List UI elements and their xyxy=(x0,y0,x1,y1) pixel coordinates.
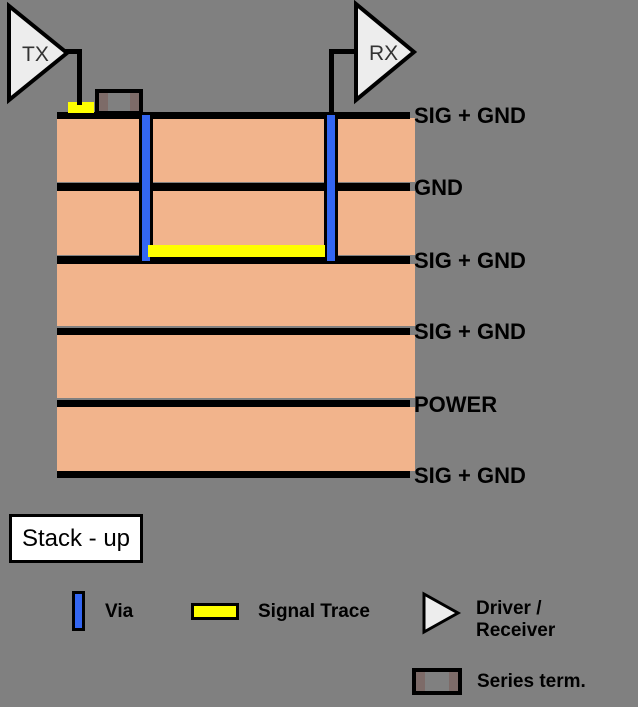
legend-series-term-label: Series term. xyxy=(477,671,586,692)
legend-series-term-swatch xyxy=(412,668,462,695)
tx-triangle-shape xyxy=(7,1,71,105)
legend-via-label: Via xyxy=(105,601,134,622)
legend-driver-line1: Driver / xyxy=(476,598,542,619)
legend-driver-line2: Receiver xyxy=(476,619,556,641)
tx-driver[interactable]: TX xyxy=(3,1,73,105)
via-rx xyxy=(324,112,338,264)
rx-wire-horizontal xyxy=(329,49,357,54)
legend-resistor-body xyxy=(425,672,449,691)
dielectric-layer-3 xyxy=(57,264,415,326)
series-termination-resistor xyxy=(95,89,143,115)
tx-surface-pad xyxy=(68,102,94,113)
copper-line-5 xyxy=(57,400,410,407)
layer-label-1: SIG + GND xyxy=(414,103,526,128)
legend-driver-receiver-label: Driver / Receiver xyxy=(476,598,555,642)
rx-label: RX xyxy=(369,42,398,65)
legend-triangle-shape xyxy=(422,591,462,635)
legend-via-swatch xyxy=(72,591,85,631)
legend-resistor-cap-right xyxy=(448,672,458,691)
copper-line-2 xyxy=(57,183,410,191)
layer-label-2: GND xyxy=(414,175,463,200)
layer-label-6: SIG + GND xyxy=(414,463,526,488)
legend-resistor-cap-left xyxy=(416,672,426,691)
rx-wire-vertical xyxy=(329,49,334,115)
legend-signal-trace-swatch xyxy=(191,603,239,620)
dielectric-layer-1 xyxy=(57,118,415,182)
via-tx xyxy=(139,112,153,264)
copper-line-3 xyxy=(57,256,410,264)
copper-line-6 xyxy=(57,471,410,478)
stackup-title-box: Stack - up xyxy=(9,514,143,563)
tx-label: TX xyxy=(22,43,49,66)
legend-driver-swatch xyxy=(420,591,462,635)
resistor-cap-right xyxy=(130,93,139,111)
rx-receiver[interactable]: RX xyxy=(350,0,420,105)
tx-wire-vertical xyxy=(77,49,82,105)
resistor-cap-left xyxy=(99,93,108,111)
legend-signal-trace-label: Signal Trace xyxy=(258,601,370,622)
tx-wire-horizontal xyxy=(65,49,82,54)
copper-line-1 xyxy=(57,112,410,119)
resistor-body xyxy=(107,93,131,111)
layer-label-3: SIG + GND xyxy=(414,248,526,273)
copper-line-4 xyxy=(57,328,410,335)
layer-label-5: POWER xyxy=(414,392,498,417)
inner-signal-trace xyxy=(148,245,325,257)
dielectric-layer-5 xyxy=(57,407,415,471)
dielectric-layer-2 xyxy=(57,191,415,255)
page-title: Stack - up xyxy=(21,524,131,552)
dielectric-layer-4 xyxy=(57,335,415,398)
layer-label-4: SIG + GND xyxy=(414,319,526,344)
